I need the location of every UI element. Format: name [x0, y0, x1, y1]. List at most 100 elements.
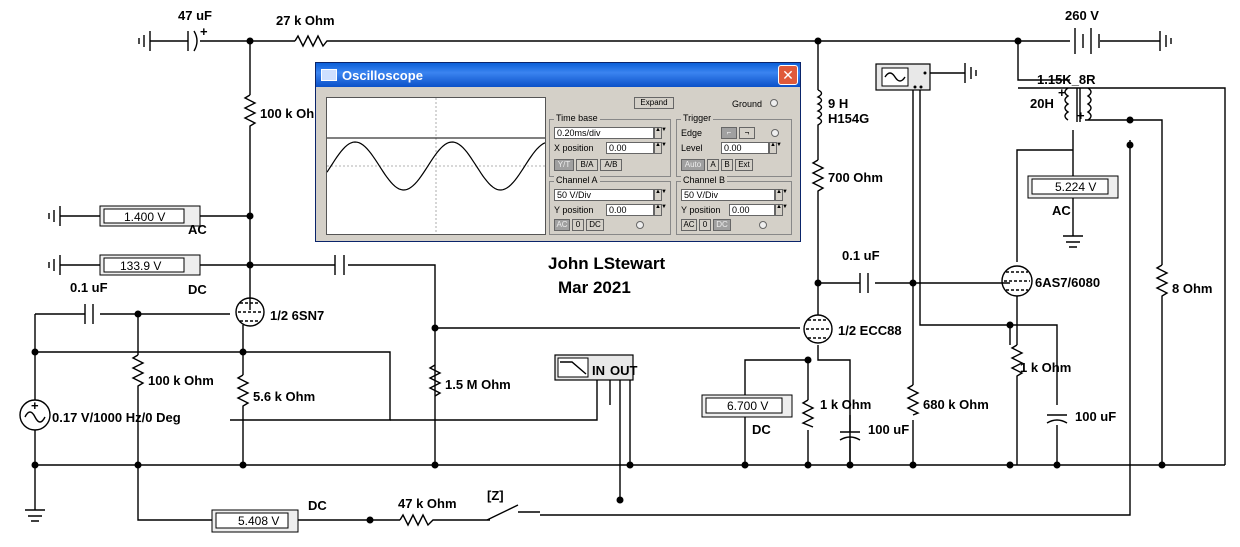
label-tube-ecc88: 1/2 ECC88 — [838, 323, 902, 338]
trigger-a-button[interactable]: A — [707, 159, 719, 171]
level-spinner[interactable]: ▲▼ — [769, 142, 782, 154]
label-tube-6as7: 6AS7/6080 — [1035, 275, 1100, 290]
timebase-title: Time base — [554, 113, 600, 123]
capacitor-100u-right — [1046, 414, 1068, 424]
grounds — [25, 31, 1172, 522]
channel-b-ypos[interactable]: 0.00 — [729, 204, 775, 216]
channel-a-value[interactable]: 50 V/Div — [554, 189, 654, 201]
bode-out-label: OUT — [610, 363, 638, 378]
label-source: 0.17 V/1000 Hz/0 Deg — [52, 410, 181, 425]
channel-b-dc-button[interactable]: DC — [713, 219, 731, 231]
trigger-title: Trigger — [681, 113, 714, 123]
oscilloscope-window[interactable]: Oscilloscope ✕ Expand Ground Time base 0… — [315, 62, 801, 242]
label-r-700: 700 Ohm — [828, 170, 883, 185]
meter-dc-bottom[interactable]: 5.408 V — [211, 509, 299, 533]
resistor-100k-top — [243, 94, 257, 130]
resistor-1-5m — [428, 364, 442, 397]
label-ac-left: AC — [188, 222, 207, 237]
trigger-b-button[interactable]: B — [721, 159, 733, 171]
svg-text:+: + — [31, 398, 39, 413]
bode-plotter[interactable]: IN OUT — [554, 354, 638, 381]
oscilloscope-titlebar[interactable]: Oscilloscope — [316, 63, 800, 87]
capacitors — [84, 30, 1068, 465]
label-tube-6sn7: 1/2 6SN7 — [270, 308, 324, 323]
label-v-260: 260 V — [1065, 8, 1099, 23]
capacitor-01u-right — [859, 273, 869, 293]
channel-a-ypos-label: Y position — [554, 205, 594, 215]
channel-a-zero-button[interactable]: 0 — [572, 219, 584, 231]
mode-ab-button[interactable]: A/B — [600, 159, 622, 171]
label-dc-bottom: DC — [308, 498, 327, 513]
label-r-47k: 47 k Ohm — [398, 496, 457, 511]
timebase-value[interactable]: 0.20ms/div — [554, 127, 654, 139]
switch-z[interactable] — [486, 504, 540, 521]
tube-ecc88 — [803, 314, 833, 344]
label-author: John LStewart — [548, 254, 665, 273]
channel-b-zero-button[interactable]: 0 — [699, 219, 711, 231]
capacitor-01u-left — [84, 304, 94, 324]
channel-b-value[interactable]: 50 V/Div — [681, 189, 775, 201]
meter-ac-right-value: 5.224 V — [1055, 180, 1096, 194]
resistor-100k-left — [131, 354, 145, 395]
label-r-100k-left: 100 k Ohm — [148, 373, 214, 388]
trigger-ext-terminal[interactable] — [771, 129, 779, 137]
xpos-label: X position — [554, 143, 594, 153]
trigger-auto-button[interactable]: Auto — [681, 159, 705, 171]
level-value[interactable]: 0.00 — [721, 142, 769, 154]
label-r-27k: 27 k Ohm — [276, 13, 335, 28]
label-dc-mid: DC — [752, 422, 771, 437]
label-switch-key: [Z] — [487, 488, 504, 503]
resistor-700 — [811, 159, 825, 195]
meter-ac-right[interactable]: 5.224 V — [1027, 175, 1119, 199]
label-ac-right: AC — [1052, 203, 1071, 218]
capacitor-100u-mid — [839, 415, 861, 465]
channel-a-spinner[interactable]: ▲▼ — [654, 189, 667, 201]
capacitor-47u — [187, 30, 198, 52]
meter-dc-bottom-value: 5.408 V — [238, 514, 279, 528]
resistor-8 — [1155, 264, 1169, 305]
label-dc-left: DC — [188, 282, 207, 297]
mode-ba-button[interactable]: B/A — [576, 159, 598, 171]
trigger-ext-button[interactable]: Ext — [735, 159, 753, 171]
meter-dc-mid[interactable]: 6.700 V — [701, 394, 793, 418]
scope-probe-instrument[interactable] — [875, 63, 931, 91]
channel-b-ypos-label: Y position — [681, 205, 721, 215]
resistor-47k — [399, 513, 460, 527]
meter-dc-left[interactable]: 133.9 V — [99, 254, 201, 276]
meter-ac-left[interactable]: 1.400 V — [99, 205, 201, 227]
close-icon[interactable]: ✕ — [778, 65, 798, 85]
label-r-100k-top: 100 k Ohm — [260, 106, 326, 121]
timebase-spinner[interactable]: ▲▼ — [654, 127, 667, 139]
edge-falling-button[interactable]: ¬ — [739, 127, 755, 139]
channel-b-ypos-spinner[interactable]: ▲▼ — [775, 204, 788, 216]
channel-a-group: Channel A 50 V/Div ▲▼ Y position 0.00 ▲▼… — [549, 175, 671, 235]
xpos-spinner[interactable]: ▲▼ — [654, 142, 667, 154]
channel-a-ac-button[interactable]: AC — [554, 219, 570, 231]
label-choke-9h: 9 H — [828, 96, 848, 111]
meter-dc-left-value: 133.9 V — [120, 259, 161, 273]
label-xfmr-20h: 20H — [1030, 96, 1054, 111]
expand-button[interactable]: Expand — [634, 97, 674, 109]
label-choke-model: H154G — [828, 111, 869, 126]
edge-rising-button[interactable]: ⌐ — [721, 127, 737, 139]
channel-a-dc-button[interactable]: DC — [586, 219, 604, 231]
channel-b-ac-button[interactable]: AC — [681, 219, 697, 231]
channel-b-terminal[interactable] — [759, 221, 767, 229]
mode-yt-button[interactable]: Y/T — [554, 159, 574, 171]
label-date: Mar 2021 — [558, 278, 631, 297]
level-label: Level — [681, 143, 703, 153]
channel-b-group: Channel B 50 V/Div ▲▼ Y position 0.00 ▲▼… — [676, 175, 792, 235]
oscilloscope-trace — [326, 98, 546, 234]
xpos-value[interactable]: 0.00 — [606, 142, 654, 154]
channel-b-spinner[interactable]: ▲▼ — [775, 189, 788, 201]
ground-terminal[interactable] — [770, 99, 778, 107]
ac-source: + — [19, 398, 51, 431]
wires — [34, 40, 1226, 521]
label-r-1-5m: 1.5 M Ohm — [445, 377, 511, 392]
channel-a-terminal[interactable] — [636, 221, 644, 229]
channel-a-ypos-spinner[interactable]: ▲▼ — [654, 204, 667, 216]
resistors — [131, 34, 1169, 527]
channel-a-ypos[interactable]: 0.00 — [606, 204, 654, 216]
label-c-01u-right: 0.1 uF — [842, 248, 880, 263]
